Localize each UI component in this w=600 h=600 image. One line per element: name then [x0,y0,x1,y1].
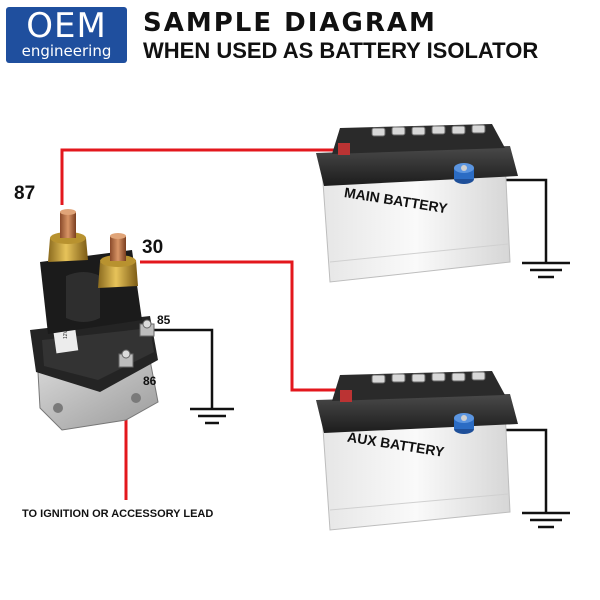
terminal-30-post [98,233,138,288]
vent-caps [371,124,486,137]
positive-post-icon [340,390,352,402]
main-battery [316,124,518,283]
negative-post-icon [454,163,474,184]
wire-85-ground [152,328,214,408]
wire-87-to-main-battery [60,148,340,205]
terminal-86-label: 86 [143,374,157,388]
logo-sub-text: engineering [21,42,112,60]
positive-post-icon [338,143,350,155]
terminal-30-label: 30 [142,237,164,258]
page-subtitle: WHEN USED AS BATTERY ISOLATOR [143,38,539,63]
terminal-87-label: 87 [14,183,36,204]
logo-main-text: OEM [26,6,107,46]
page-title: SAMPLE DIAGRAM [143,8,437,38]
terminal-86-post [118,349,134,368]
wire-30-to-aux-battery [140,260,343,392]
relay-solenoid-icon: 12V DC [30,209,159,431]
ground-symbol-icon [522,511,570,529]
oem-engineering-logo: OEM engineering [6,7,127,63]
ignition-lead-caption: TO IGNITION OR ACCESSORY LEAD [22,508,214,520]
terminal-85-label: 85 [157,313,171,327]
terminal-87-post [48,209,88,262]
ground-symbol-icon [190,407,234,425]
ground-symbol-icon [522,261,570,279]
vent-caps [371,371,486,384]
aux-battery [316,371,518,531]
terminal-85-post [139,319,155,337]
negative-post-icon [454,413,474,434]
